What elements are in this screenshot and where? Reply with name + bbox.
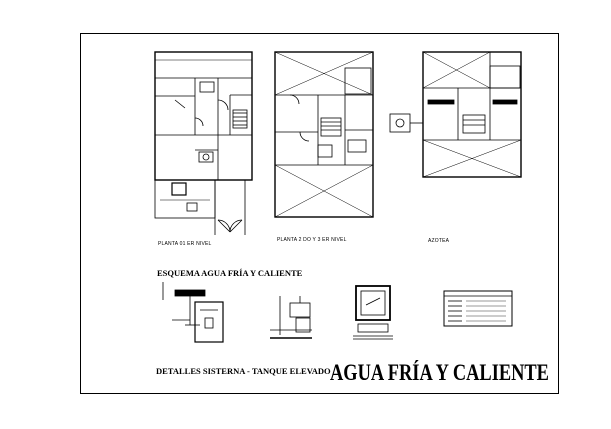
floor-plan-first-level bbox=[154, 51, 253, 235]
detail-tank-plan-view bbox=[353, 285, 393, 340]
drawing-sheet-border bbox=[80, 33, 559, 394]
detail-elevated-tank-diagram bbox=[270, 296, 312, 339]
floor-plan-second-third-level bbox=[274, 51, 374, 218]
plan-label-second-third-level: PLANTA 2 DO Y 3 ER NIVEL bbox=[277, 237, 347, 243]
legend-table bbox=[443, 290, 513, 327]
floor-plan-roof bbox=[389, 51, 522, 178]
sheet-title: AGUA FRÍA Y CALIENTE bbox=[330, 360, 549, 385]
plan-label-roof: AZOTEA bbox=[428, 238, 450, 244]
detail-cistern-diagram bbox=[162, 282, 224, 343]
details-title: DETALLES SISTERNA - TANQUE ELEVADO bbox=[156, 366, 331, 376]
scheme-title: ESQUEMA AGUA FRÍA Y CALIENTE bbox=[157, 268, 303, 278]
plan-label-first-level: PLANTA 01 ER NIVEL bbox=[158, 241, 212, 247]
